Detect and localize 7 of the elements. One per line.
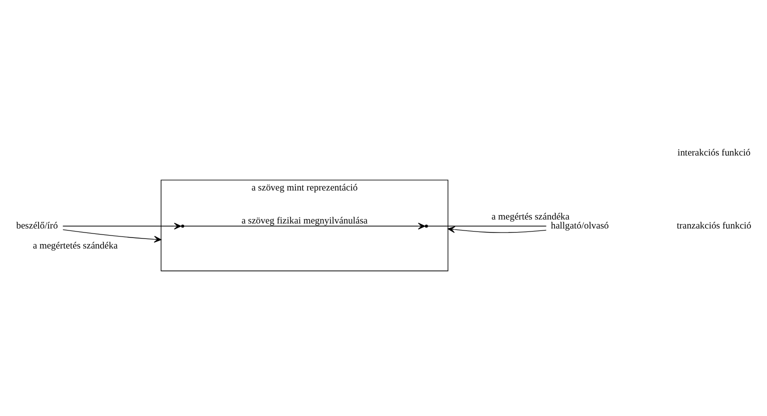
edge-label: a megértetés szándéka (32, 240, 118, 251)
label: interakciós funkció (678, 148, 751, 158)
edge-label: a szöveg fizikai megnyilvánulása (241, 216, 368, 226)
edge-label: a megértés szándéka (492, 212, 570, 222)
label: tranzakciós funkció (676, 221, 752, 232)
node-text: beszélő/író (16, 221, 58, 232)
node-text: hallgató/olvasó (550, 221, 609, 232)
